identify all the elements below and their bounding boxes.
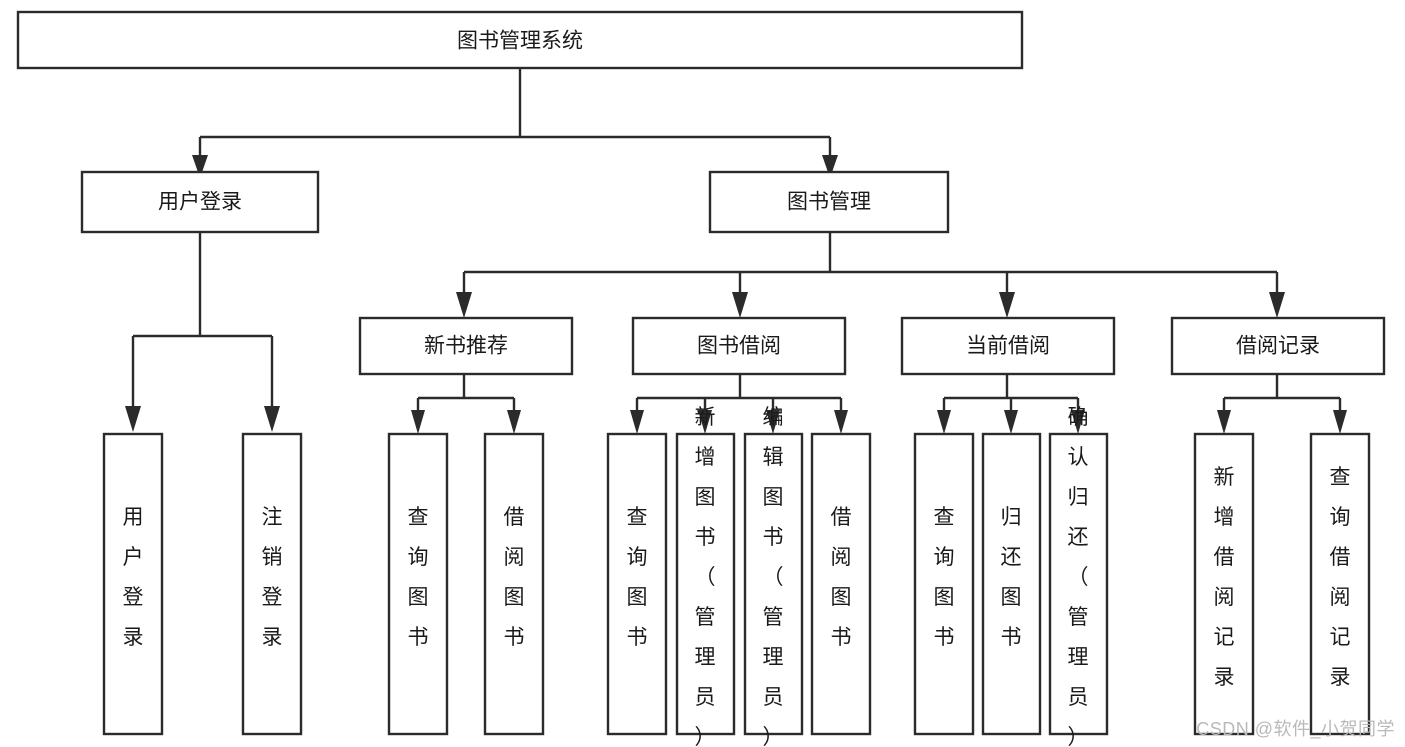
connector-borrow-record-branch bbox=[1222, 375, 1342, 412]
leaf-borrow-book-2-label: 借阅图书 bbox=[831, 506, 852, 649]
node-root-label: 图书管理系统 bbox=[457, 30, 583, 53]
node-root[interactable]: 图书管理系统 bbox=[16, 10, 1024, 70]
arrow-head-icon bbox=[192, 155, 208, 178]
arrow-head-icon bbox=[732, 292, 748, 318]
arrow-head-icon bbox=[822, 155, 838, 178]
leaf-borrow-book-1-label: 借阅图书 bbox=[504, 506, 525, 649]
leaf-add-book-box bbox=[675, 432, 736, 736]
leaf-return-book-box bbox=[981, 432, 1042, 736]
arrow-head-icon bbox=[1269, 292, 1285, 318]
leaf-user-login-label: 用户登录 bbox=[123, 506, 144, 649]
node-new-book-recommend[interactable]: 新书推荐 bbox=[358, 316, 574, 376]
csdn-watermark: CSDN @软件_小贺同学 bbox=[1196, 719, 1395, 739]
node-borrow-record[interactable]: 借阅记录 bbox=[1170, 316, 1386, 376]
leaf-borrow-book-1[interactable]: 借阅图书 bbox=[483, 432, 545, 736]
leaf-return-book-label: 归还图书 bbox=[1001, 506, 1022, 649]
leaf-query-book-3-label: 查询图书 bbox=[934, 506, 955, 649]
node-borrow-record-label: 借阅记录 bbox=[1236, 335, 1320, 358]
node-new-book-recommend-label: 新书推荐 bbox=[424, 335, 508, 358]
arrow-head-icon bbox=[507, 410, 521, 434]
node-book-borrow-box bbox=[631, 316, 847, 376]
node-root-box bbox=[16, 10, 1024, 70]
arrow-head-icon bbox=[264, 406, 280, 432]
leaf-query-record-label: 查询借阅记录 bbox=[1330, 466, 1351, 689]
node-borrow-record-box bbox=[1170, 316, 1386, 376]
leaf-add-book[interactable]: 新增图书（管理员） bbox=[675, 406, 736, 747]
connector-user-login-branch bbox=[131, 232, 274, 406]
leaf-query-book-1-box bbox=[387, 432, 449, 736]
connector-book-borrow-branch bbox=[635, 375, 843, 412]
arrow-head-icon bbox=[999, 292, 1015, 318]
arrow-head-icon bbox=[1217, 410, 1231, 434]
leaf-borrow-book-1-box bbox=[483, 432, 545, 736]
leaf-confirm-return-box bbox=[1048, 432, 1109, 736]
node-current-borrow-label: 当前借阅 bbox=[966, 335, 1050, 358]
arrow-head-icon bbox=[1333, 410, 1347, 434]
leaf-add-book-label: 新增图书（管理员） bbox=[695, 406, 716, 747]
leaf-user-login-box bbox=[102, 432, 164, 736]
leaf-edit-book[interactable]: 编辑图书（管理员） bbox=[743, 406, 804, 747]
connectors bbox=[131, 68, 1342, 412]
leaf-logout-login-box bbox=[241, 432, 303, 736]
leaf-query-book-1-label: 查询图书 bbox=[408, 506, 429, 649]
node-current-borrow-box bbox=[900, 316, 1116, 376]
leaf-query-book-2-label: 查询图书 bbox=[627, 506, 648, 649]
node-new-book-recommend-box bbox=[358, 316, 574, 376]
arrow-head-icon bbox=[411, 410, 425, 434]
leaf-add-record[interactable]: 新增借阅记录 bbox=[1193, 432, 1255, 736]
arrow-head-icon bbox=[698, 410, 712, 434]
connector-new-book-branch bbox=[416, 375, 516, 412]
node-book-management-label: 图书管理 bbox=[787, 191, 871, 214]
leaf-query-book-3[interactable]: 查询图书 bbox=[913, 432, 975, 736]
leaf-logout-login-label: 注销登录 bbox=[262, 506, 283, 649]
node-user-login[interactable]: 用户登录 bbox=[80, 170, 320, 234]
arrow-head-icon bbox=[937, 410, 951, 434]
leaf-add-record-label: 新增借阅记录 bbox=[1214, 466, 1235, 689]
leaf-query-book-1[interactable]: 查询图书 bbox=[387, 432, 449, 736]
arrow-heads bbox=[125, 155, 1347, 434]
leaf-return-book[interactable]: 归还图书 bbox=[981, 432, 1042, 736]
leaf-query-record[interactable]: 查询借阅记录 bbox=[1309, 432, 1371, 736]
connector-root-trunk bbox=[198, 68, 832, 155]
leaf-borrow-book-2-box bbox=[810, 432, 872, 736]
leaf-confirm-return[interactable]: 确认归还（管理员） bbox=[1048, 406, 1109, 747]
node-book-borrow-label: 图书借阅 bbox=[697, 335, 781, 358]
node-user-login-box bbox=[80, 170, 320, 234]
leaf-logout-login[interactable]: 注销登录 bbox=[241, 432, 303, 736]
leaf-user-login[interactable]: 用户登录 bbox=[102, 432, 164, 736]
arrow-head-icon bbox=[1004, 410, 1018, 434]
node-book-borrow[interactable]: 图书借阅 bbox=[631, 316, 847, 376]
arrow-head-icon bbox=[1071, 410, 1085, 434]
leaf-query-book-2[interactable]: 查询图书 bbox=[606, 432, 668, 736]
arrow-head-icon bbox=[456, 292, 472, 318]
leaf-edit-book-label: 编辑图书（管理员） bbox=[763, 406, 784, 747]
arrow-head-icon bbox=[834, 410, 848, 434]
leaf-confirm-return-label: 确认归还（管理员） bbox=[1068, 406, 1089, 747]
leaf-query-record-box bbox=[1309, 432, 1371, 736]
node-user-login-label: 用户登录 bbox=[158, 191, 242, 214]
node-book-management-box bbox=[708, 170, 950, 234]
arrow-head-icon bbox=[630, 410, 644, 434]
leaf-query-book-3-box bbox=[913, 432, 975, 736]
node-current-borrow[interactable]: 当前借阅 bbox=[900, 316, 1116, 376]
connector-current-borrow-branch bbox=[942, 375, 1080, 412]
leaf-edit-book-box bbox=[743, 432, 804, 736]
arrow-head-icon bbox=[766, 410, 780, 434]
connector-book-management-branch bbox=[462, 232, 1279, 292]
node-book-management[interactable]: 图书管理 bbox=[708, 170, 950, 234]
leaf-borrow-book-2[interactable]: 借阅图书 bbox=[810, 432, 872, 736]
arrow-head-icon bbox=[125, 406, 141, 432]
leaf-add-record-box bbox=[1193, 432, 1255, 736]
leaf-query-book-2-box bbox=[606, 432, 668, 736]
